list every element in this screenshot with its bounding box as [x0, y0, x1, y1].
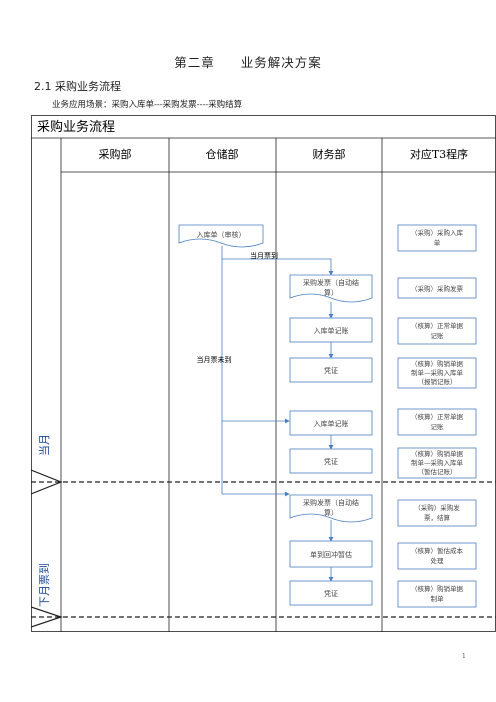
t3-text: （核算）正常单据	[411, 412, 464, 421]
node-voucher-2-label: 凭证	[324, 457, 338, 466]
t3-text: （核算）购销单据	[411, 449, 464, 458]
t3-text: （核算）购销单据	[411, 584, 464, 593]
t3-text: （采购）采购入库	[411, 228, 464, 237]
node-invoice-2-label-line2: 算）	[324, 508, 338, 517]
column-header-warehouse: 仓储部	[206, 147, 239, 161]
node-receipt-posting-2	[289, 410, 373, 436]
t3-box-2	[397, 277, 477, 299]
chapter-number: 第二章	[174, 55, 215, 70]
section-number: 2.1	[34, 80, 52, 93]
chapter-title: 第二章 业务解决方案	[0, 52, 496, 71]
lane-label-next-month-invoice: 下月票到	[38, 563, 51, 607]
purchase-flowchart: 采购业务流程 采购部 仓储部 财务部 对应T3程序 当月 下月票到 当月票到 当…	[31, 115, 496, 632]
node-voucher-3-label: 凭证	[324, 589, 338, 598]
node-purchase-invoice-2	[289, 494, 373, 523]
t3-text: （核算）暂估成本	[411, 546, 464, 555]
edge-label-invoice-arrived: 当月票到	[250, 251, 278, 260]
page-number: 1	[462, 653, 466, 660]
node-invoice-1-label-line1: 采购发票（自动结	[303, 278, 359, 287]
t3-text: （采购）采购发	[414, 503, 460, 512]
t3-text: （核算）购销单据	[411, 359, 464, 368]
node-voucher-2	[289, 448, 373, 474]
t3-box-7	[397, 499, 477, 527]
t3-text: 记账	[431, 422, 445, 431]
node-receipt-audit	[178, 224, 264, 248]
t3-text: （暂估记账）	[418, 467, 457, 476]
t3-text: 制单	[431, 594, 445, 603]
lane-label-current-month: 当月	[37, 434, 51, 456]
node-receipt-label: 入库单（审核）	[197, 230, 246, 239]
t3-box-6	[397, 447, 477, 479]
column-header-finance: 财务部	[313, 147, 346, 161]
t3-box-4	[397, 357, 477, 389]
section-heading: 2.1 采购业务流程	[34, 78, 121, 94]
column-header-purchasing: 采购部	[99, 147, 132, 161]
node-voucher-1-label: 凭证	[324, 366, 338, 375]
node-purchase-invoice-1	[289, 274, 373, 303]
t3-box-5	[397, 408, 477, 436]
node-voucher-3	[289, 580, 373, 606]
t3-text: 制单—采购入库单	[411, 368, 464, 377]
t3-text: 制单—采购入库单	[411, 458, 464, 467]
node-voucher-1	[289, 357, 373, 383]
node-receipt-posting-1-label: 入库单记账	[314, 326, 349, 335]
t3-box-3	[397, 317, 477, 345]
edge-label-invoice-not-arrived: 当月票未到	[197, 355, 232, 364]
t3-text: （报销记账）	[418, 377, 457, 386]
t3-box-1	[397, 224, 477, 252]
node-reverse-estimate-label: 单到回冲暂估	[310, 550, 352, 559]
t3-text: （核算）正常单据	[411, 321, 464, 330]
t3-box-9	[397, 580, 477, 608]
t3-box-8	[397, 542, 477, 570]
node-reverse-estimate	[289, 540, 373, 568]
node-receipt-posting-2-label: 入库单记账	[314, 419, 349, 428]
section-title: 采购业务流程	[55, 80, 121, 93]
t3-text: 单	[434, 238, 441, 247]
column-header-t3-program: 对应T3程序	[410, 147, 468, 161]
flowchart-title: 采购业务流程	[37, 119, 115, 135]
node-invoice-1-label-line2: 算）	[324, 288, 338, 297]
t3-text: 处理	[431, 556, 445, 565]
t3-text: 票，结算	[424, 513, 451, 522]
scenario-text: 业务应用场景：采购入库单---采购发票----采购结算	[52, 100, 243, 110]
node-invoice-2-label-line1: 采购发票（自动结	[303, 498, 359, 507]
t3-text: 记账	[431, 331, 445, 340]
node-receipt-posting-1	[289, 317, 373, 343]
chapter-name: 业务解决方案	[240, 55, 322, 70]
t3-text: （采购）采购发票	[411, 284, 464, 293]
